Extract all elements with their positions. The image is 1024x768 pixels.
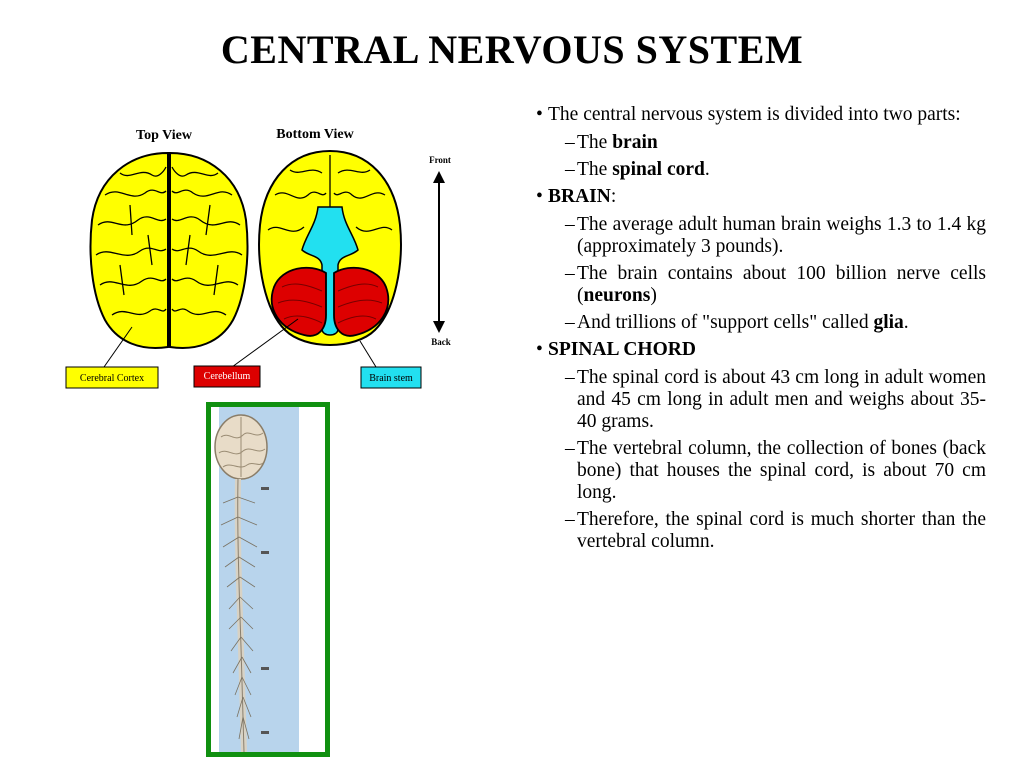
top-view-brain (89, 151, 249, 349)
sub-item-spinal-cord: –The spinal cord. (532, 159, 986, 181)
brain-diagram: Top View Bottom View (60, 115, 480, 405)
cerebral-cortex-tag: Cerebral Cortex (65, 366, 159, 389)
spinal-item-shorter: –Therefore, the spinal cord is much shor… (532, 509, 986, 553)
spinal-item-text: The spinal cord is about 43 cm long in a… (577, 367, 986, 432)
brain-item-glia: –And trillions of "support cells" called… (532, 312, 986, 334)
cerebellum-label: Cerebellum (204, 371, 251, 382)
text-panel: •The central nervous system is divided i… (532, 104, 986, 558)
dash-marker: – (565, 263, 575, 284)
brain-stem-tag: Brain stem (360, 366, 422, 389)
spinal-item-vertebral: –The vertebral column, the collection of… (532, 438, 986, 504)
brain-stem-shape (301, 206, 359, 336)
bullet-intro: •The central nervous system is divided i… (532, 104, 986, 126)
slide-title: CENTRAL NERVOUS SYSTEM (220, 27, 804, 72)
brain-item-text: The average adult human brain weighs 1.3… (577, 214, 986, 257)
brain-heading: BRAIN (548, 186, 611, 207)
spinal-heading: SPINAL CHORD (548, 339, 696, 360)
front-label: Front (429, 155, 451, 165)
brain-item-suffix: ) (650, 285, 657, 306)
brain-item-suffix: . (903, 312, 909, 333)
brain-item-text: And trillions of "support cells" called (577, 312, 874, 333)
bullet-spinal: •SPINAL CHORD (532, 339, 986, 361)
spinal-cord-photo (211, 407, 325, 752)
intro-item-text: The (577, 132, 613, 153)
brain-views-illustration: Top View Bottom View (65, 127, 451, 389)
bullet-marker: • (536, 339, 543, 360)
brain-item-bold: glia (873, 312, 904, 333)
spinal-item-text: Therefore, the spinal cord is much short… (577, 509, 986, 552)
sub-item-brain: –The brain (532, 132, 986, 154)
spinal-cord-photo-frame (206, 402, 330, 757)
bullet-marker: • (536, 186, 543, 207)
spinal-item-text: The vertebral column, the collection of … (577, 438, 986, 503)
brain-item-weight: –The average adult human brain weighs 1.… (532, 214, 986, 258)
dash-marker: – (565, 509, 575, 530)
top-view-label: Top View (136, 128, 193, 143)
bottom-view-brain (258, 149, 402, 346)
bullet-marker: • (536, 104, 543, 125)
intro-item-text: The (577, 159, 613, 180)
intro-item-bold: spinal cord (612, 159, 705, 180)
spinal-item-length: –The spinal cord is about 43 cm long in … (532, 367, 986, 433)
back-label: Back (431, 337, 451, 347)
brain-heading-suffix: : (610, 186, 617, 207)
front-back-arrow: Front Back (429, 155, 451, 347)
bullet-brain: •BRAIN: (532, 186, 986, 208)
dash-marker: – (565, 312, 575, 333)
intro-item-bold: brain (612, 132, 658, 153)
cerebellum-tag: Cerebellum (193, 365, 261, 388)
brain-item-neurons: –The brain contains about 100 billion ne… (532, 263, 986, 307)
dash-marker: – (565, 132, 575, 153)
brain-stem-label: Brain stem (369, 373, 413, 384)
dash-marker: – (565, 159, 575, 180)
bottom-view-label: Bottom View (276, 127, 354, 142)
brain-item-bold: neurons (583, 285, 651, 306)
dash-marker: – (565, 367, 575, 388)
dash-marker: – (565, 214, 575, 235)
intro-text: The central nervous system is divided in… (548, 104, 961, 125)
dash-marker: – (565, 438, 575, 459)
brain-item-text: The brain contains about 100 billion ner… (577, 263, 986, 306)
intro-item-suffix: . (704, 159, 710, 180)
cerebral-cortex-label: Cerebral Cortex (80, 373, 144, 384)
